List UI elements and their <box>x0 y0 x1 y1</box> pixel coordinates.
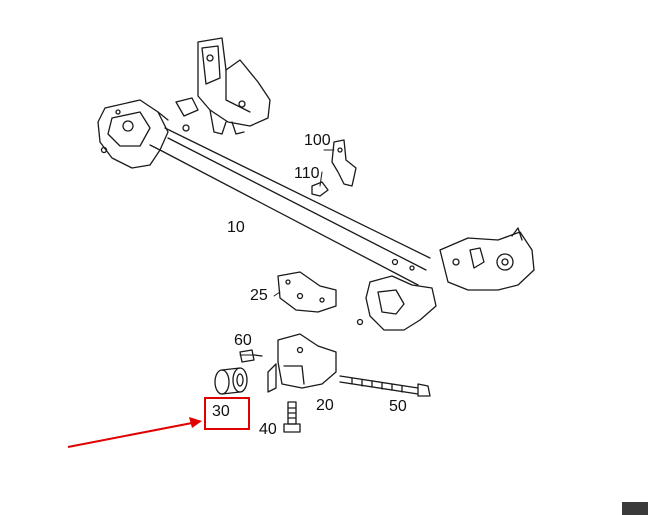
right-lower-mount <box>356 258 437 331</box>
callout-20: 20 <box>316 397 334 414</box>
callout-10: 10 <box>227 219 245 236</box>
top-mount <box>175 37 271 135</box>
nut-60 <box>239 349 263 363</box>
bushing-30 <box>214 367 248 395</box>
left-carrier <box>97 99 169 169</box>
callout-30: 30 <box>212 403 230 420</box>
callout-50: 50 <box>389 398 407 415</box>
bracket-100 <box>331 139 357 187</box>
axle-beam <box>149 127 431 286</box>
pointer-arrow <box>67 417 202 448</box>
right-carrier <box>439 227 535 291</box>
bracket-20 <box>267 333 337 393</box>
bolt-50 <box>339 375 431 397</box>
leader-lines <box>239 149 335 356</box>
callout-110: 110 <box>294 165 320 182</box>
callout-40: 40 <box>259 421 277 438</box>
highlight-box <box>204 397 250 430</box>
plate-25 <box>277 271 337 313</box>
callout-25: 25 <box>250 287 268 304</box>
bolt-40 <box>283 401 301 433</box>
callout-60: 60 <box>234 332 252 349</box>
corner-block <box>622 502 648 515</box>
callout-100: 100 <box>304 132 331 149</box>
